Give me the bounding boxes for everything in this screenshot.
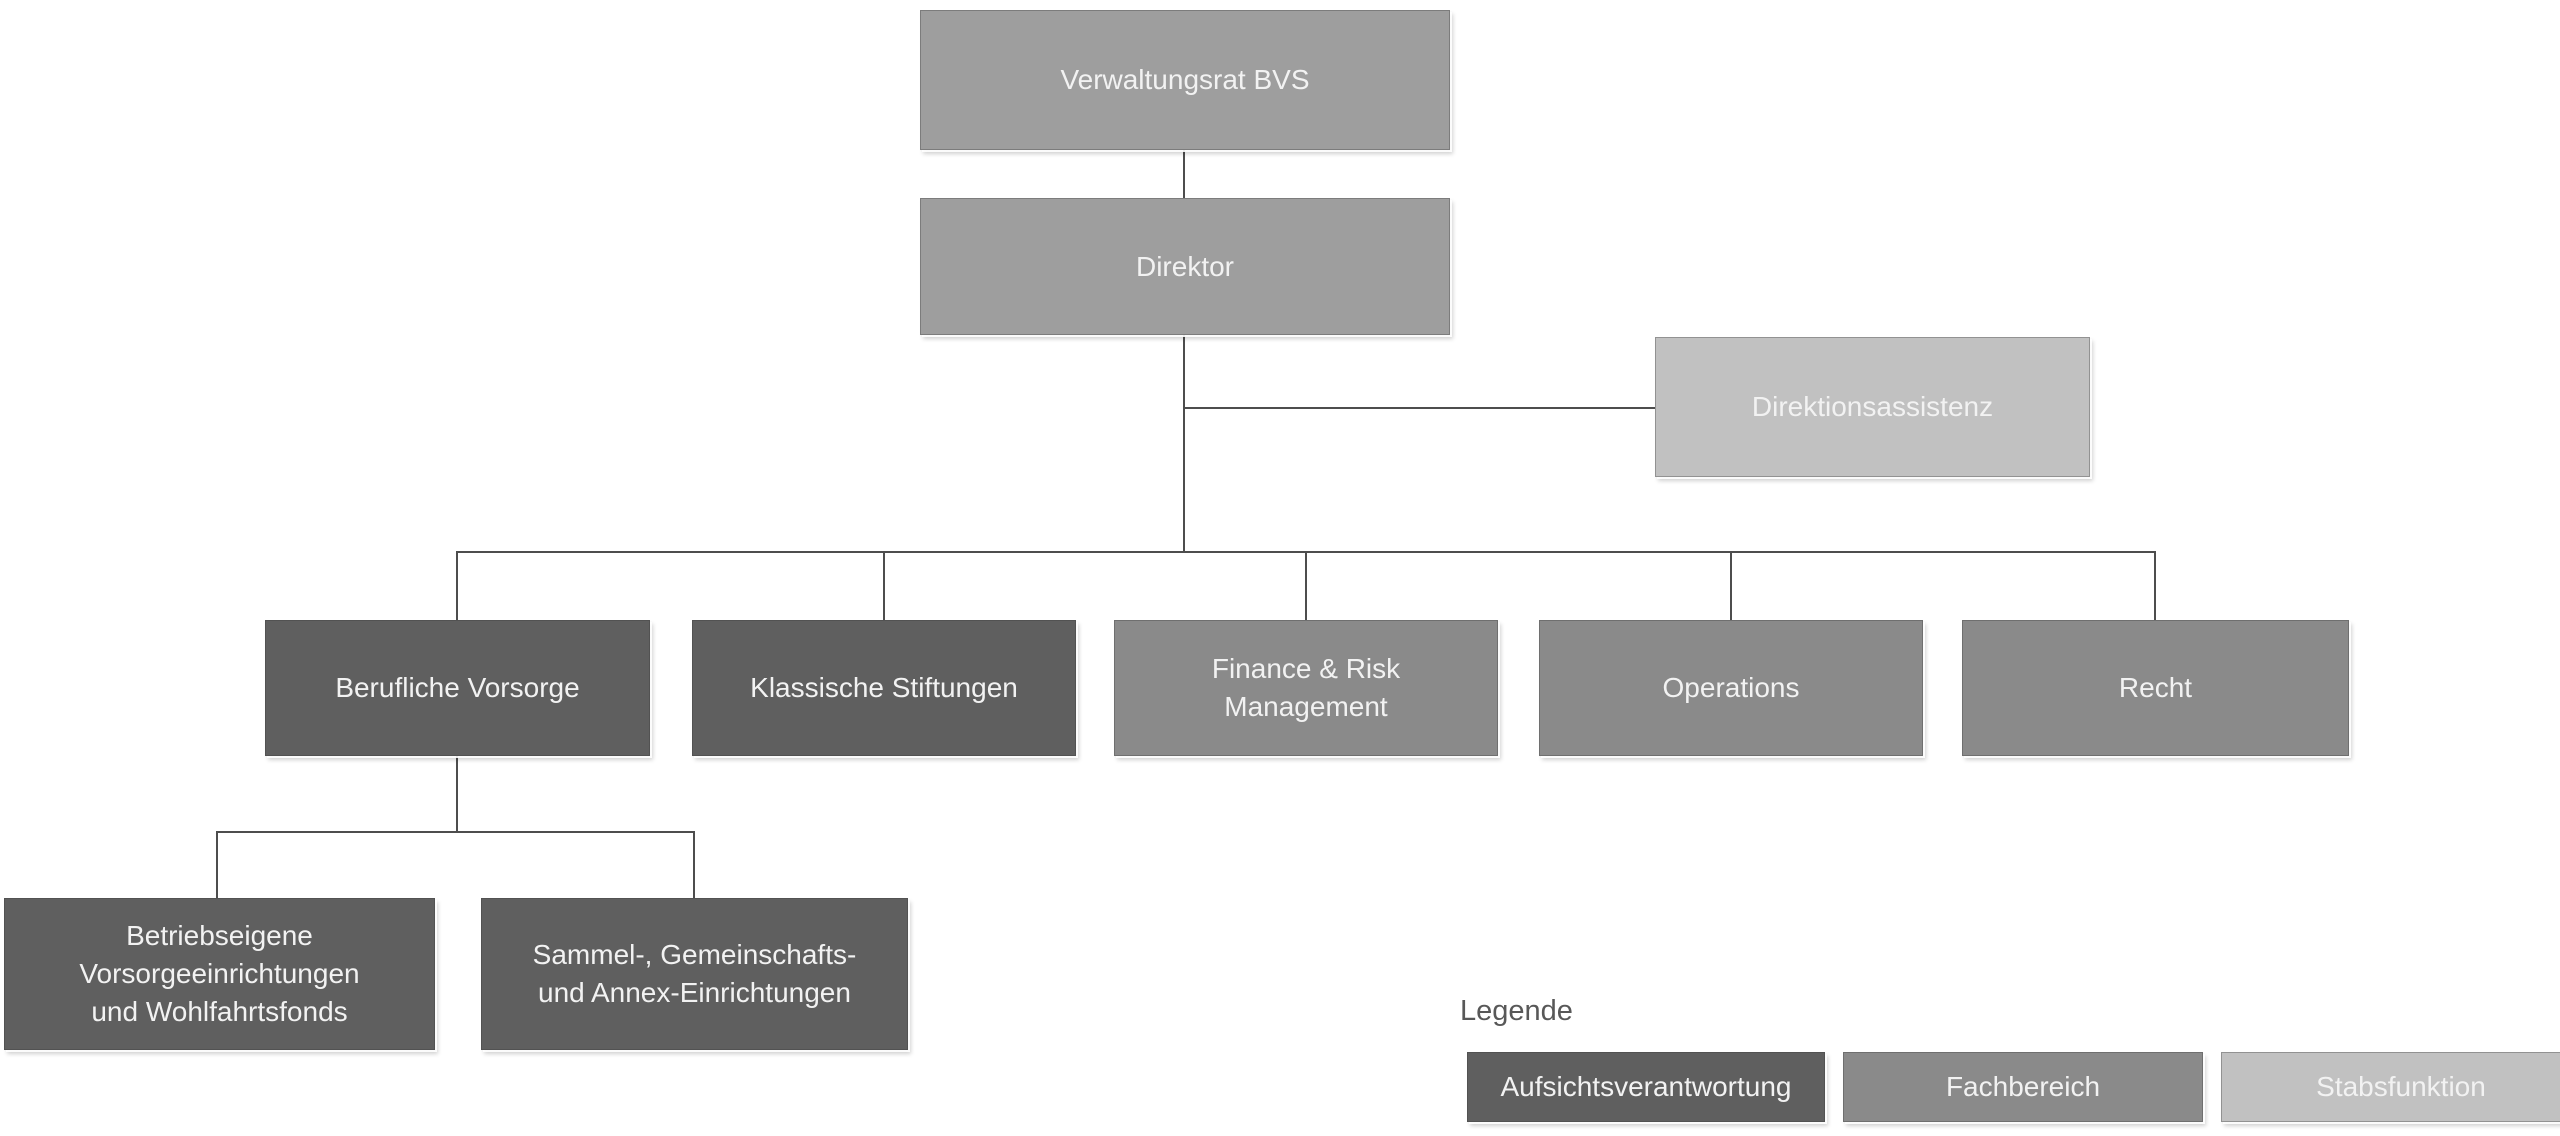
legend-item-aufsichtsverantwortung: Aufsichtsverantwortung	[1467, 1052, 1825, 1122]
connector-vorsorge-down	[456, 756, 458, 832]
node-finance-risk-management: Finance & Risk Management	[1114, 620, 1498, 756]
node-sammel-gemeinschafts-annex: Sammel-, Gemeinschafts- und Annex-Einric…	[481, 898, 908, 1050]
connector-director-rail	[1183, 335, 1185, 552]
legend-item-label: Aufsichtsverantwortung	[1500, 1071, 1792, 1103]
connector-dept-stub	[883, 551, 885, 620]
connector-assistant-branch	[1183, 407, 1655, 409]
node-label: Direktionsassistenz	[1751, 391, 1994, 423]
legend-item-label: Fachbereich	[1945, 1071, 2101, 1103]
legend-title: Legende	[1460, 995, 1573, 1027]
legend-item-fachbereich: Fachbereich	[1843, 1052, 2203, 1122]
legend-item-label: Stabsfunktion	[2316, 1071, 2486, 1103]
node-betriebseigene-vorsorgeeinrichtungen: Betriebseigene Vorsorgeeinrichtungen und…	[4, 898, 435, 1050]
node-label: Recht	[2118, 672, 2193, 704]
node-label: Betriebseigene Vorsorgeeinrichtungen und…	[79, 920, 360, 1027]
connector-subunits-rail	[216, 831, 695, 833]
node-direktionsassistenz: Direktionsassistenz	[1655, 337, 2090, 477]
node-recht: Recht	[1962, 620, 2349, 756]
connector-subunit-stub	[216, 831, 218, 898]
node-verwaltungsrat: Verwaltungsrat BVS	[920, 10, 1450, 150]
legend-item-stabsfunktion: Stabsfunktion	[2221, 1052, 2560, 1122]
node-label: Operations	[1662, 672, 1800, 704]
connector-dept-stub	[1305, 551, 1307, 620]
node-berufliche-vorsorge: Berufliche Vorsorge	[265, 620, 650, 756]
connector-board-director	[1183, 150, 1185, 198]
connector-subunit-stub	[693, 831, 695, 898]
node-operations: Operations	[1539, 620, 1923, 756]
node-label: Berufliche Vorsorge	[335, 672, 580, 704]
node-label: Sammel-, Gemeinschafts- und Annex-Einric…	[532, 939, 857, 1008]
node-label: Direktor	[1135, 250, 1234, 282]
node-label: Klassische Stiftungen	[750, 672, 1018, 704]
connector-dept-stub	[2154, 551, 2156, 620]
connector-dept-stub	[456, 551, 458, 620]
node-klassische-stiftungen: Klassische Stiftungen	[692, 620, 1076, 756]
node-label: Finance & Risk Management	[1211, 653, 1401, 722]
node-label: Verwaltungsrat BVS	[1060, 64, 1310, 96]
node-direktor: Direktor	[920, 198, 1450, 335]
connector-dept-stub	[1730, 551, 1732, 620]
